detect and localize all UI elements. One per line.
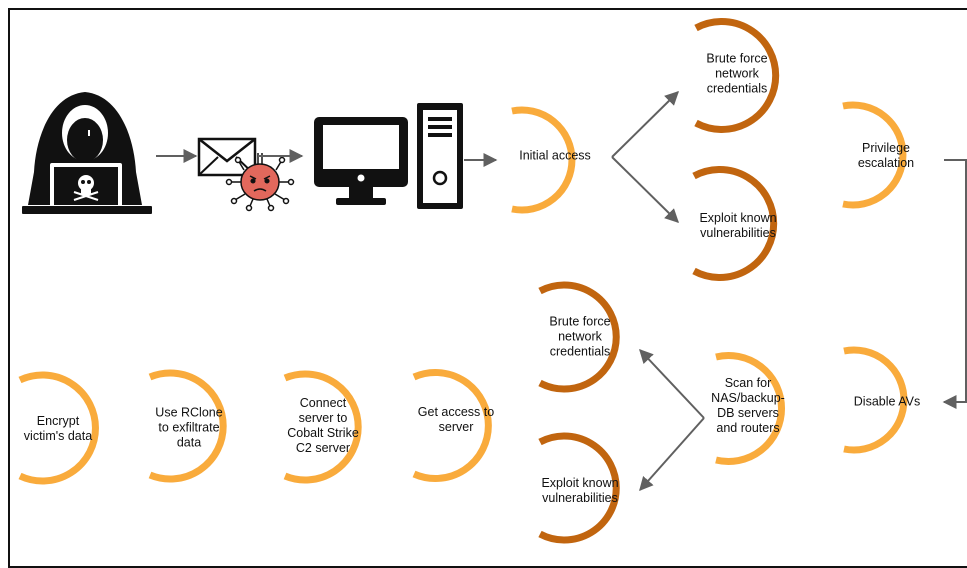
arc-disable-avs — [843, 346, 908, 454]
arc-exploit-top — [692, 166, 778, 281]
email-icon — [197, 137, 257, 177]
arrow-scan-to-exploit — [639, 417, 705, 492]
flow-arrows — [156, 91, 967, 492]
arrow-privilege-to-disable — [942, 159, 967, 409]
label-privilege: Privilege escalation — [857, 141, 915, 170]
computer-tower-icon — [417, 103, 463, 209]
label-rclone: Use RClone to exfiltrate data — [155, 405, 223, 450]
arc-get-access — [412, 369, 492, 482]
label-connect-c2: Connect server to Cobalt Strike C2 serve… — [287, 396, 359, 455]
label-brute-force-top: Brute force network credentials — [706, 51, 768, 96]
label-get-access: Get access to server — [417, 405, 495, 434]
label-encrypt: Encrypt victim's data — [23, 414, 93, 443]
arc-rclone — [148, 369, 227, 483]
arc-scan — [715, 352, 786, 465]
step-arcs — [18, 18, 908, 544]
arrow-scan-to-brute — [639, 348, 705, 419]
label-scan: Scan for NAS/backup- DB servers and rout… — [711, 376, 785, 435]
arc-exploit-bottom — [538, 432, 620, 544]
label-exploit-bottom: Exploit known vulnerabilities — [541, 476, 619, 505]
label-exploit-top: Exploit known vulnerabilities — [699, 211, 777, 240]
diagram-canvas — [18, 18, 967, 544]
hacker-icon — [22, 92, 152, 214]
label-initial-access: Initial access — [519, 148, 591, 163]
arc-encrypt — [18, 371, 99, 485]
arrow-initial-to-exploit — [611, 156, 679, 223]
label-disable-avs: Disable AVs — [853, 394, 921, 409]
attack-flow-diagram: Initial access Brute force network crede… — [8, 8, 967, 568]
virus-icon — [225, 153, 295, 212]
label-brute-force-bottom: Brute force network credentials — [549, 314, 611, 359]
arrow-initial-to-brute — [611, 91, 679, 158]
monitor-icon — [314, 117, 408, 205]
arc-brute-force-bottom — [538, 281, 620, 393]
arc-connect-c2 — [283, 370, 362, 484]
arc-initial-access — [511, 106, 576, 214]
arc-brute-force-top — [694, 18, 780, 133]
arc-privilege — [842, 101, 907, 209]
